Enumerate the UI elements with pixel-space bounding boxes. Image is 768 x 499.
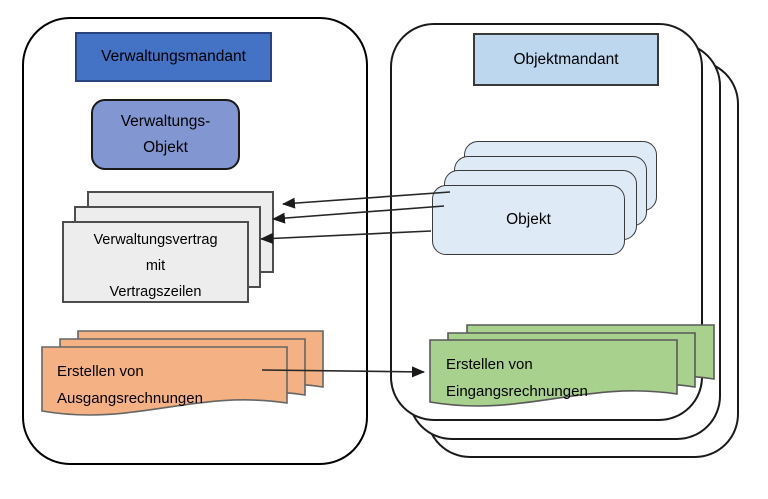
contract-label-line3: Vertragszeilen (109, 284, 202, 300)
incoming-label-line1: Erstellen von (446, 356, 533, 373)
verwaltungs-objekt-box: Verwaltungs- Objekt (91, 99, 240, 170)
contract-card-front (62, 221, 249, 303)
verwaltungs-objekt-line1: Verwaltungs- (120, 112, 211, 130)
contract-label-line2: mit (145, 258, 166, 274)
objektmandant-title-box: Objektmandant (473, 33, 659, 86)
incoming-invoices-label: Erstellen von Eingangsrechnungen (446, 351, 588, 405)
objekt-card-label: Objekt (432, 185, 625, 255)
verwaltungsmandant-title-box: Verwaltungsmandant (75, 32, 272, 82)
outgoing-label-line1: Erstellen von (57, 363, 144, 380)
outgoing-invoices-label: Erstellen von Ausgangsrechnungen (57, 358, 203, 412)
objekt-card-front (432, 185, 625, 255)
outgoing-label-line2: Ausgangsrechnungen (57, 390, 203, 407)
verwaltungsmandant-title: Verwaltungsmandant (101, 48, 246, 65)
incoming-label-line2: Eingangsrechnungen (446, 383, 588, 400)
contract-label-line1: Verwaltungsvertrag (93, 232, 218, 248)
contract-card-label: Verwaltungsvertrag mit Vertragszeilen (62, 227, 249, 305)
verwaltungs-objekt-line2: Objekt (143, 138, 188, 156)
objektmandant-title: Objektmandant (513, 50, 619, 68)
objekt-label-text: Objekt (506, 211, 551, 228)
